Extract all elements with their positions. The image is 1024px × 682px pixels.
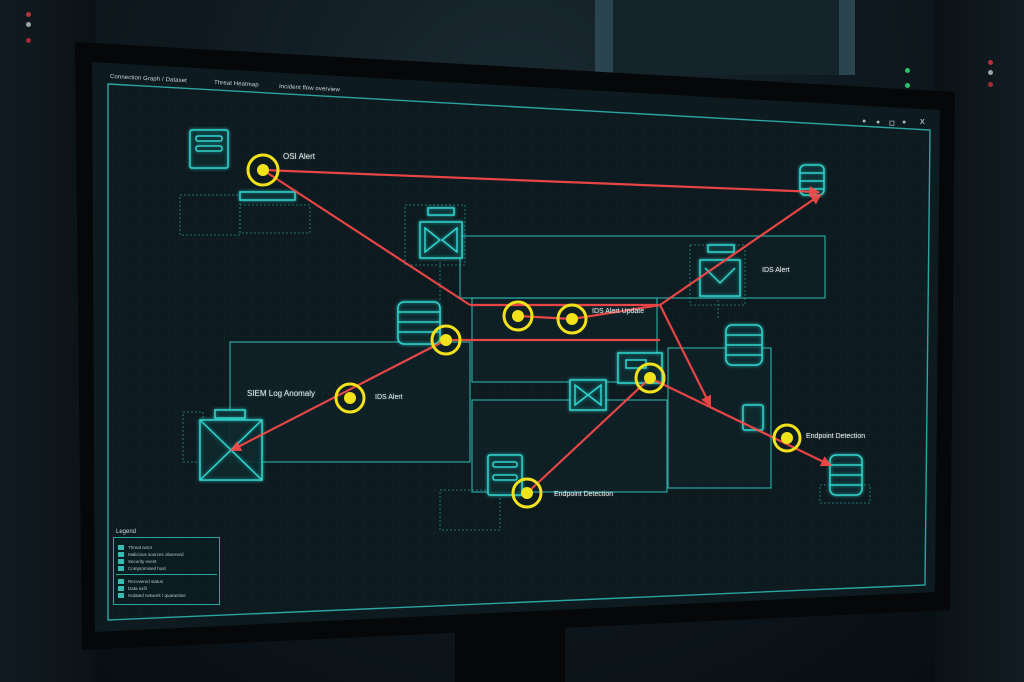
alert-ring-icon[interactable] [334,382,366,414]
alert-ring-icon[interactable] [430,324,462,356]
alert-label-ids-update: IDS Alert Update [592,308,645,315]
alert-ring-icon[interactable] [634,362,666,394]
legend-item: Threat actor [118,544,152,550]
minimize-icon[interactable]: ● [862,118,867,125]
alert-label-osi: OSI Alert [283,152,316,161]
legend: Threat actor Malicious sources observed … [113,537,220,605]
label-siem-log-anomaly: SIEM Log Anomaly [247,389,316,398]
maximize-icon[interactable]: ◻ [889,120,895,127]
database-icon[interactable] [725,324,763,366]
rack-led-red [988,82,993,87]
rack-led-red [26,12,31,17]
alert-label-endpoint-right: Endpoint Detection [806,433,866,440]
legend-swatch-icon [118,558,124,564]
legend-item: Isolated network / quarantine [118,592,186,598]
database-icon[interactable] [742,404,764,431]
alert-label-ids: IDS Alert [375,394,403,401]
rack-led-white [988,70,993,75]
alert-ring-icon[interactable] [772,423,802,453]
firewall-icon[interactable] [199,409,263,481]
monitor-stand [455,620,565,682]
label-ids-alert-right: IDS Alert [762,267,790,274]
database-icon[interactable] [829,454,863,496]
legend-item: Recovered status [118,578,163,584]
legend-swatch-icon [118,551,124,557]
legend-item: Compromised host [118,565,166,571]
close-icon[interactable]: X [920,119,925,126]
legend-swatch-icon [118,565,124,571]
firewall-icon[interactable] [699,244,741,297]
legend-divider [116,574,217,575]
legend-item: Data exfil [118,585,147,591]
alert-ring-icon[interactable] [502,300,534,332]
background-door-frame [595,0,855,75]
alert-ring-icon[interactable] [556,303,588,335]
legend-swatch-icon [118,585,124,591]
rack-led-green [905,68,910,73]
database-icon[interactable] [397,301,441,345]
legend-swatch-icon [118,592,124,598]
legend-swatch-icon [118,578,124,584]
alert-ring-icon[interactable] [246,153,280,187]
alert-label-endpoint-bottom: Endpoint Detection [554,491,614,498]
pin-icon[interactable]: ● [902,119,907,126]
legend-title: Legend [116,529,137,535]
rack-led-red [26,38,31,43]
server-icon[interactable] [487,454,523,496]
alert-markers [246,153,802,509]
firewall-icon[interactable] [419,207,463,259]
restore-icon[interactable]: ● [876,119,881,126]
rack-led-green [905,83,910,88]
rack-led-red [988,60,993,65]
firewall-icon[interactable] [569,379,607,411]
legend-item: Security event [118,558,157,564]
legend-swatch-icon [118,544,124,550]
rack-led-white [26,22,31,27]
legend-item: Malicious sources observed [118,551,184,557]
zone-top [459,235,826,299]
zone-bottom-center [471,399,668,493]
server-icon[interactable] [189,129,296,201]
alert-ring-icon[interactable] [511,477,543,509]
